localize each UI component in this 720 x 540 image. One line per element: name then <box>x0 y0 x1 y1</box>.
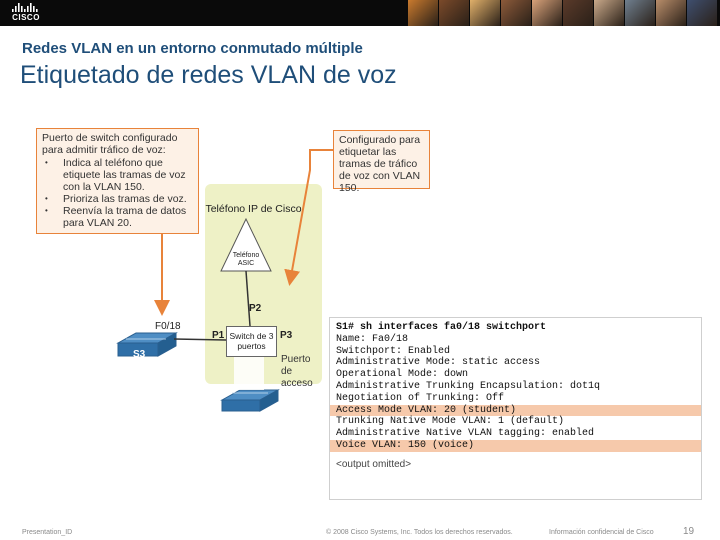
callout-bullet: Prioriza las tramas de voz. <box>42 193 193 205</box>
asic-label: Teléfono ASIC <box>232 252 260 267</box>
s3-switch-icon <box>116 332 178 357</box>
cisco-wordmark: CISCO <box>12 13 40 22</box>
cli-output-line: Administrative Trunking Encapsulation: d… <box>336 380 601 392</box>
photo-strip <box>408 0 720 26</box>
port-p1-label: P1 <box>212 330 225 341</box>
header-photo <box>563 0 594 26</box>
cli-command-line: S1# sh interfaces fa0/18 switchport <box>336 322 547 333</box>
cli-output-line: Operational Mode: down <box>336 369 469 381</box>
port-p2-label: P2 <box>249 303 262 314</box>
callout-bullet-list: Indica al teléfono que etiquete las tram… <box>42 157 193 229</box>
access-port-label: Puerto de acceso <box>281 354 313 389</box>
slide-title: Etiquetado de redes VLAN de voz <box>20 61 397 89</box>
three-port-switch: Switch de 3 puertos <box>226 326 277 357</box>
cli-output-line: Administrative Native VLAN tagging: enab… <box>336 428 595 440</box>
cli-voice-vlan-line: Voice VLAN: 150 (voice) <box>330 439 701 452</box>
header-photo <box>470 0 501 26</box>
slide-subtitle: Redes VLAN en un entorno conmutado múlti… <box>22 40 363 57</box>
cli-output-line: Administrative Mode: static access <box>336 357 541 369</box>
page-number: 19 <box>683 526 695 537</box>
cisco-bars-icon <box>12 3 38 12</box>
callout-bullet: Reenvía la trama de datos para VLAN 20. <box>42 205 193 229</box>
header-photo <box>501 0 532 26</box>
callout-bullet: Indica al teléfono que etiquete las tram… <box>42 157 193 193</box>
ip-phone-title: Teléfono IP de Cisco <box>205 203 302 215</box>
cli-output-line: Name: Fa0/18 <box>336 333 409 345</box>
cli-output-line: Switchport: Enabled <box>336 345 451 357</box>
cisco-logo: CISCO <box>8 3 44 23</box>
header-photo <box>687 0 718 26</box>
footer-copyright: © 2008 Cisco Systems, Inc. Todos los der… <box>326 529 513 536</box>
callout-heading: Puerto de switch configurado para admiti… <box>42 132 178 156</box>
phone-config-callout: Configurado para etiquetar las tramas de… <box>333 130 430 194</box>
header-photo <box>625 0 656 26</box>
cli-output-omitted: <output omitted> <box>336 458 412 470</box>
switch-s3-label: S3 <box>133 349 146 360</box>
footer-confidential: Información confidencial de Cisco <box>549 529 654 536</box>
header-photo <box>594 0 625 26</box>
header-photo <box>408 0 439 26</box>
callout-right-arrow <box>284 149 333 286</box>
cli-output-line: Trunking Native Mode VLAN: 1 (default) <box>336 416 565 428</box>
header-photo <box>532 0 563 26</box>
asic-link <box>245 270 251 327</box>
header-photo <box>439 0 470 26</box>
pc-switch-icon <box>220 389 280 412</box>
cli-access-vlan-line: Access Mode VLAN: 20 (student) <box>330 404 701 417</box>
port-p3-label: P3 <box>280 330 293 341</box>
cli-output-panel: S1# sh interfaces fa0/18 switchport Name… <box>329 317 702 500</box>
footer-presentation-id: Presentation_ID <box>22 529 73 536</box>
cli-output-line: Negotiation of Trunking: Off <box>336 392 505 404</box>
access-port-beam <box>234 357 264 390</box>
s3-to-phone-link <box>173 338 227 341</box>
port-f018-label: F0/18 <box>155 321 181 332</box>
header-photo <box>656 0 687 26</box>
switch-port-callout: Puerto de switch configurado para admiti… <box>36 128 199 234</box>
header-band: CISCO <box>0 0 720 26</box>
callout-text: Configurado para etiquetar las tramas de… <box>339 134 421 194</box>
